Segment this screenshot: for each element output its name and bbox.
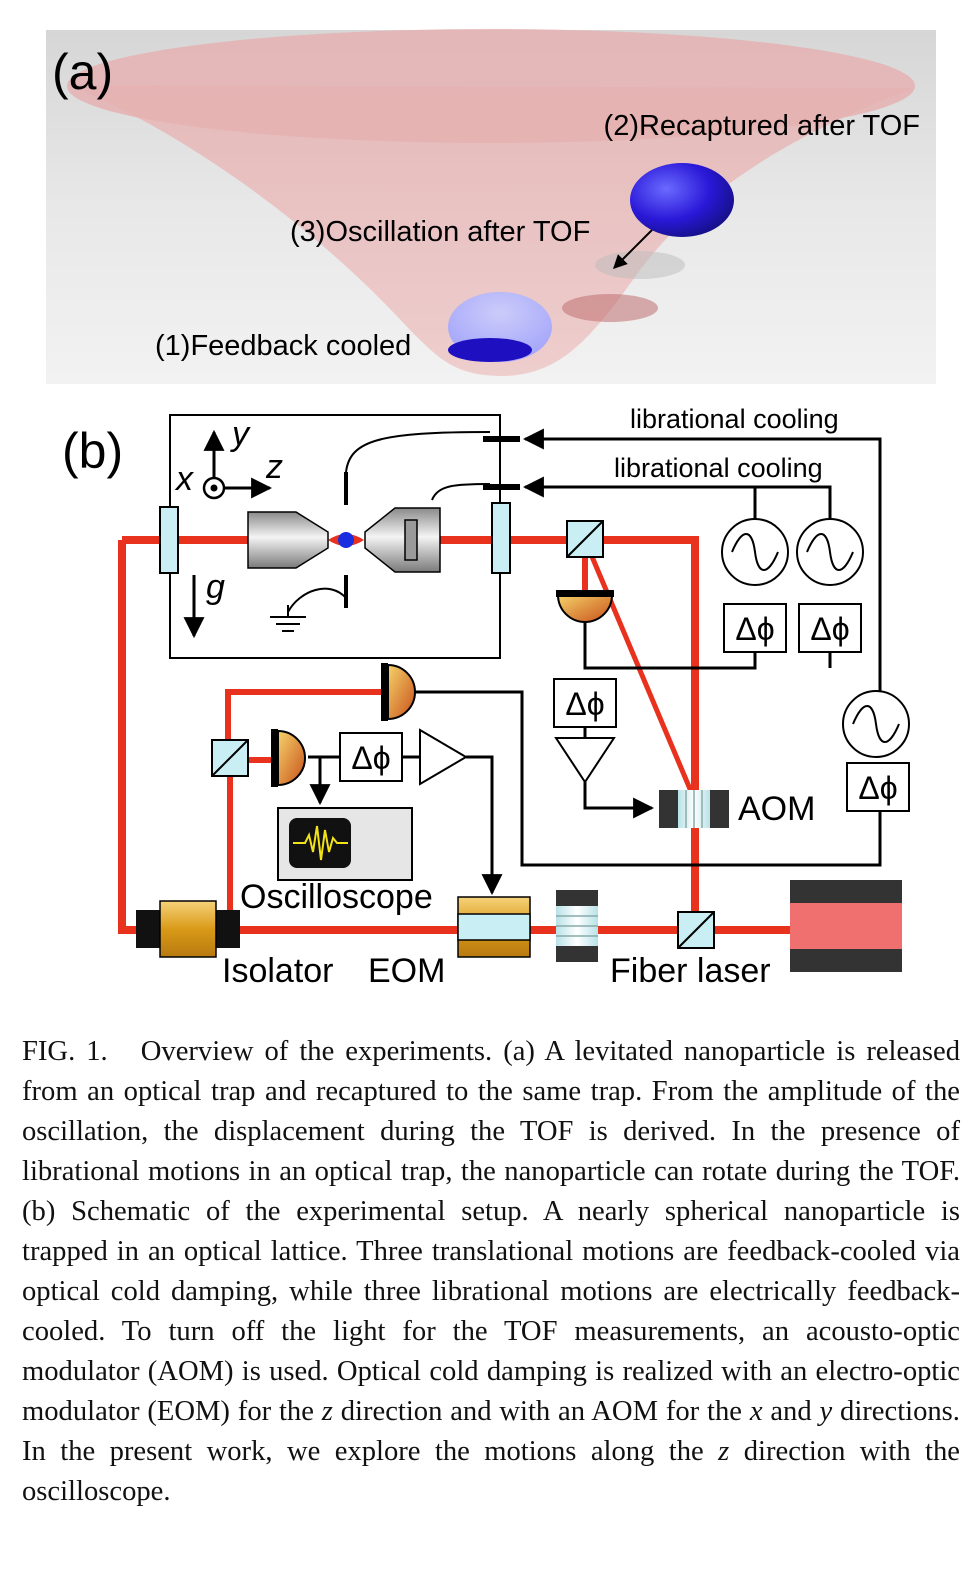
caption-text: direction with the oscilloscope. <box>22 1436 960 1507</box>
oscillation-arrow <box>613 229 653 269</box>
caption-fig-label: FIG. 1. <box>22 1036 108 1067</box>
beam-left-vertical <box>118 540 300 934</box>
axis-y-label: y <box>230 415 251 453</box>
signal-generators <box>721 518 910 758</box>
amplifier-icon <box>419 728 468 786</box>
electrode-wire-top <box>345 431 491 473</box>
feedback-cooled-particle-core <box>448 338 532 362</box>
panel-b-tag: (b) <box>62 423 123 479</box>
ground-icon <box>270 605 306 632</box>
fiber-laser-label: Fiber laser <box>610 952 771 990</box>
caption-variable: z <box>718 1436 730 1467</box>
phase-shifter-label: Δϕ <box>858 770 897 806</box>
funnel-rim <box>67 29 915 143</box>
particle-shadow <box>595 251 685 279</box>
label-recaptured: (2)Recaptured after TOF <box>604 110 920 142</box>
phase-shifter-box <box>339 732 403 782</box>
photodetector-icon <box>277 729 306 787</box>
photodetector-face <box>556 590 614 597</box>
nanoparticle <box>338 532 354 548</box>
label-feedback-cooled: (1)Feedback cooled <box>155 330 411 362</box>
isolator-body <box>159 900 217 958</box>
particle-shadow <box>562 294 658 322</box>
panel-a-tag: (a) <box>52 44 113 100</box>
beam-detector-top <box>225 689 385 760</box>
librational-cooling-label-2: librational cooling <box>614 453 823 483</box>
coordinate-axes: y x z g <box>174 415 283 639</box>
oscilloscope-label: Oscilloscope <box>240 878 433 916</box>
caption-text: Overview of the experiments. (a) A levit… <box>22 1036 960 1427</box>
photodetector-icon <box>556 594 614 623</box>
electrode-wire-right <box>431 483 491 501</box>
phase-shifter-box <box>553 678 617 728</box>
photodetector-face <box>381 663 388 721</box>
lens-element <box>404 519 418 561</box>
panel-b: (b) <box>62 404 910 990</box>
phase-shifter-label: Δϕ <box>565 686 604 722</box>
figure-1: (a) (2)Recaptured after TOF (3)Oscillati… <box>46 29 936 990</box>
eom: EOM <box>368 896 531 990</box>
axis-z-label: z <box>265 448 283 486</box>
photodetector-icon <box>387 663 416 721</box>
phase-shifters: Δϕ Δϕ Δϕ Δϕ Δϕ <box>339 603 910 812</box>
ground-wire <box>287 587 347 613</box>
caption-variable: x <box>749 1396 763 1427</box>
waveform-icon <box>293 825 348 861</box>
phase-shifter-box <box>723 603 787 653</box>
axis-x-label: x <box>174 460 194 498</box>
label-oscillation: (3)Oscillation after TOF <box>290 216 590 248</box>
panel-a: (a) (2)Recaptured after TOF (3)Oscillati… <box>46 29 936 384</box>
oscilloscope: Oscilloscope <box>240 807 433 916</box>
feedback-wiring <box>308 620 832 896</box>
trap-potential-funnel <box>67 85 915 376</box>
phase-shifter-label: Δϕ <box>351 740 390 776</box>
caption-variable: y <box>819 1396 833 1427</box>
phase-shifter-box <box>846 762 910 812</box>
objective-lens-left <box>247 511 329 569</box>
beam-splitters <box>211 520 715 949</box>
recaptured-particle <box>630 163 734 237</box>
objective-lens-right <box>364 507 441 573</box>
caption-text: direction and with an AOM for the <box>340 1396 742 1427</box>
aom: AOM <box>659 790 815 828</box>
caption-text: directions. In the present work, we expl… <box>22 1396 960 1467</box>
eom-label: EOM <box>368 952 445 990</box>
caption-text: and <box>770 1396 812 1427</box>
isolator: Isolator <box>136 900 334 990</box>
chamber-window-right <box>491 502 511 574</box>
phase-shifter-label: Δϕ <box>735 611 774 647</box>
phase-shifter-label: Δϕ <box>810 611 849 647</box>
fiber-modulator <box>556 890 598 962</box>
fiber-laser: Fiber laser <box>610 880 902 990</box>
isolator-label: Isolator <box>222 952 334 990</box>
photodetector-face <box>271 729 278 787</box>
figure-caption: FIG. 1. Overview of the experiments. (a)… <box>22 1032 960 1512</box>
gravity-label: g <box>206 568 225 606</box>
caption-variable: z <box>321 1396 333 1427</box>
amplifier-icon <box>554 737 616 784</box>
aom-label: AOM <box>738 790 815 828</box>
beam-to-aom <box>582 539 701 809</box>
chamber-window-left <box>159 506 179 574</box>
librational-cooling-label-1: librational cooling <box>630 404 839 434</box>
